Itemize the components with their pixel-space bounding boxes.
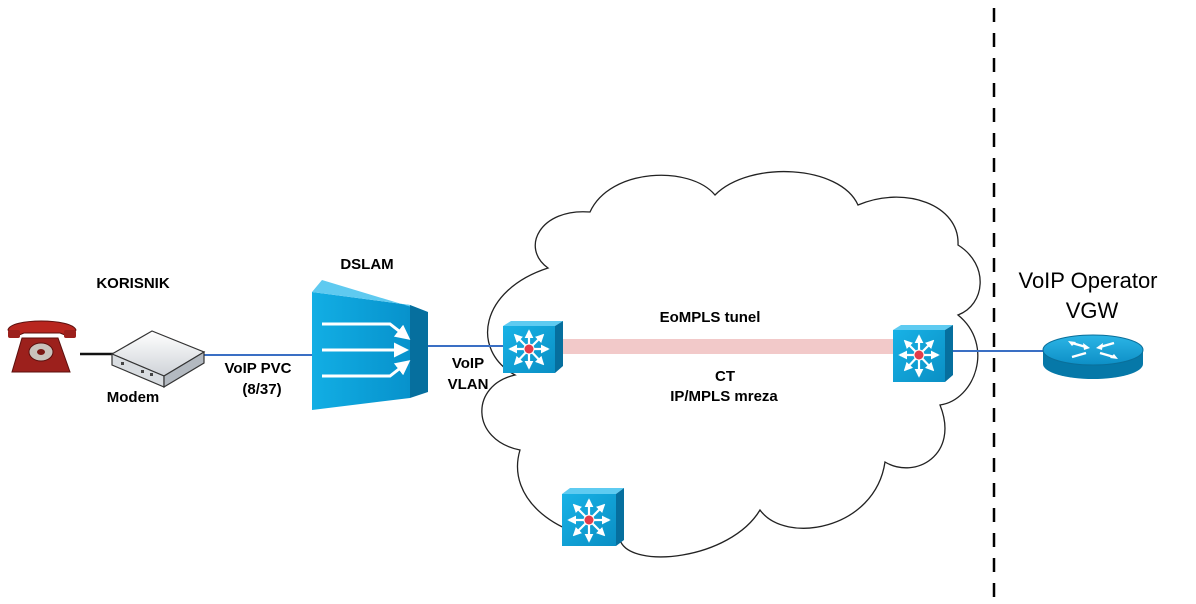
pvc-id-label: (8/37) <box>242 381 281 398</box>
multilayer-switch-icon <box>562 488 624 546</box>
dslam-label: DSLAM <box>340 256 393 273</box>
eompls-tunnel <box>560 339 896 354</box>
ip-mpls-mreza-label: IP/MPLS mreza <box>670 388 778 405</box>
modem-label: Modem <box>107 389 160 406</box>
voip-pvc-label: VoIP PVC <box>225 360 292 377</box>
multilayer-switch-icon <box>893 325 953 382</box>
korisnik-label: KORISNIK <box>96 275 170 292</box>
voip-operator-label: VoIP Operator <box>1018 268 1157 293</box>
eompls-tunel-label: EoMPLS tunel <box>660 309 761 326</box>
voip-vlan-label-line2: VLAN <box>448 376 489 393</box>
vgw-label: VGW <box>1066 298 1119 323</box>
router-icon <box>1042 334 1144 379</box>
dslam-icon <box>312 280 428 410</box>
multilayer-switch-icon <box>503 321 563 373</box>
telephone-icon <box>7 320 77 373</box>
ip-mpls-cloud <box>481 170 981 558</box>
voip-vlan-label-line1: VoIP <box>452 355 484 372</box>
modem-icon <box>110 330 206 389</box>
ct-label: CT <box>715 368 735 385</box>
